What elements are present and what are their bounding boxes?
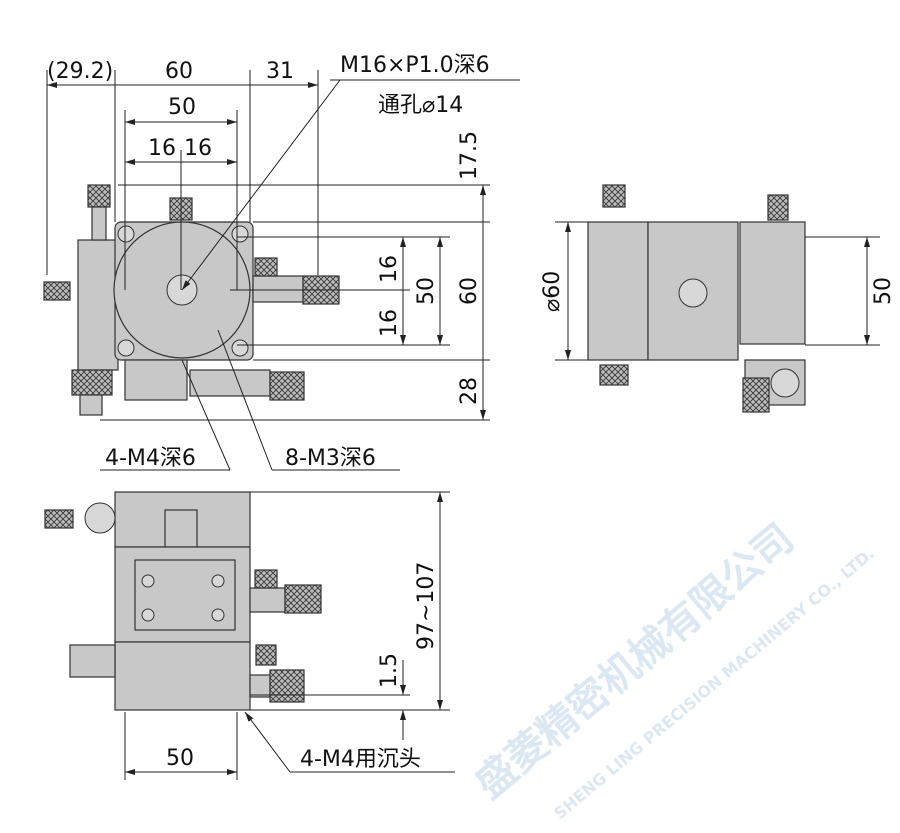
micrometer-barrel-x bbox=[252, 275, 304, 303]
bottom-knob bbox=[599, 364, 629, 386]
rotary-side bbox=[587, 221, 649, 361]
screw bbox=[211, 608, 225, 622]
bottom-knob bbox=[71, 369, 113, 396]
lower-knob bbox=[742, 377, 770, 413]
dim-29-2: (29.2) bbox=[47, 59, 113, 84]
dim-50-side: 50 bbox=[871, 277, 896, 305]
dim-17-5: 17.5 bbox=[457, 131, 482, 180]
dim-50-v: 50 bbox=[414, 277, 439, 305]
micrometer-knob-y bbox=[269, 371, 305, 401]
callout-4-m4-countersink: 4-M4用沉头 bbox=[300, 747, 421, 772]
dim-1-5: 1.5 bbox=[377, 653, 402, 688]
corner-screw bbox=[231, 339, 249, 357]
side-knob bbox=[44, 509, 74, 529]
micrometer-barrel-x bbox=[249, 674, 271, 698]
dim-60: 60 bbox=[165, 59, 193, 84]
screw bbox=[141, 608, 155, 622]
clamp-block bbox=[164, 509, 198, 548]
bottom-knob-shaft bbox=[79, 394, 103, 416]
micrometer-knob-y bbox=[284, 584, 322, 614]
dim-16-right: 16 bbox=[184, 136, 212, 161]
knob-shaft bbox=[91, 206, 107, 241]
lower-hole bbox=[770, 368, 800, 398]
side-view: ⌀60 50 bbox=[540, 184, 896, 413]
top-view: (29.2) 60 31 50 16 16 M16×P1.0深6 通孔⌀14 1… bbox=[43, 53, 520, 471]
top-knob-right bbox=[767, 194, 789, 221]
top-knob bbox=[602, 184, 626, 208]
lock-knob-lower bbox=[255, 644, 277, 666]
x-stage-side bbox=[739, 221, 806, 345]
side-knob bbox=[43, 281, 71, 301]
dim-dia-60: ⌀60 bbox=[540, 271, 565, 312]
side-block bbox=[69, 644, 116, 678]
dim-16-v-bottom: 16 bbox=[377, 309, 402, 337]
corner-screw bbox=[117, 339, 135, 357]
callout-4-m4: 4-M4深6 bbox=[105, 446, 196, 471]
corner-screws bbox=[117, 225, 249, 357]
dim-50-bottom: 50 bbox=[166, 746, 194, 771]
dim-16-v-top: 16 bbox=[377, 255, 402, 283]
dim-31: 31 bbox=[266, 59, 294, 84]
dim-28: 28 bbox=[457, 377, 482, 405]
micrometer-knob-x bbox=[269, 669, 305, 703]
screw bbox=[211, 574, 225, 588]
dim-50: 50 bbox=[168, 95, 196, 120]
side-hole bbox=[678, 278, 708, 308]
micrometer-barrel-y bbox=[249, 587, 286, 613]
thread-label: M16×P1.0深6 bbox=[340, 53, 490, 78]
callout-8-m3: 8-M3深6 bbox=[285, 446, 376, 471]
watermark: 盛菱精密机械有限公司 SHENG LING PRECISION MACHINER… bbox=[467, 515, 878, 823]
side-hole bbox=[84, 502, 116, 534]
top-knob-left bbox=[87, 184, 111, 208]
front-view: 97~107 1.5 50 4-M4用沉头 bbox=[44, 491, 455, 780]
dim-60-v: 60 bbox=[457, 277, 482, 305]
lock-knob bbox=[254, 257, 278, 277]
dim-16-left: 16 bbox=[148, 136, 176, 161]
corner-screw bbox=[231, 225, 249, 243]
dim-97-107: 97~107 bbox=[414, 562, 439, 650]
screw bbox=[141, 574, 155, 588]
through-hole-label: 通孔⌀14 bbox=[378, 93, 463, 118]
x-stage bbox=[114, 641, 251, 711]
side-micrometer-body bbox=[77, 239, 119, 371]
micrometer-barrel-y bbox=[189, 369, 271, 397]
lower-block bbox=[124, 359, 188, 401]
corner-screw bbox=[117, 225, 135, 243]
lock-knob bbox=[254, 569, 278, 589]
